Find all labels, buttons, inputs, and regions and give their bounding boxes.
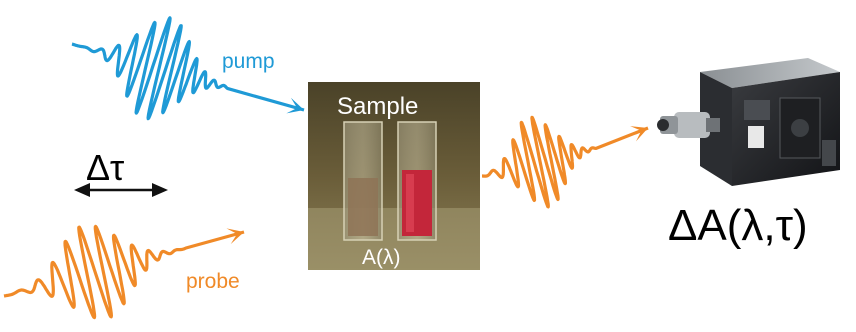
pump-label: pump <box>222 50 275 73</box>
cuvette-right <box>397 121 437 241</box>
pump-pulse <box>70 16 305 121</box>
probe-arrowhead <box>226 228 244 245</box>
sample-label: Sample <box>337 93 418 120</box>
cuvette-left <box>343 121 383 241</box>
probe-pulse <box>2 224 245 320</box>
result-label: ΔA(λ,τ) <box>668 201 808 250</box>
delay-label: Δτ <box>86 147 124 188</box>
transmitted-pulse <box>480 115 649 209</box>
transmitted-arrowhead <box>630 126 648 142</box>
delay-arrow <box>74 183 168 197</box>
spectrometer-icon <box>657 58 840 186</box>
absorbance-label: A(λ) <box>362 246 401 269</box>
pump-arrowhead <box>286 97 304 114</box>
pump-wave <box>70 16 305 121</box>
probe-wave <box>2 224 245 320</box>
transmitted-wave <box>480 115 649 209</box>
probe-label: probe <box>186 270 240 293</box>
cuvettes-photo <box>308 82 480 270</box>
